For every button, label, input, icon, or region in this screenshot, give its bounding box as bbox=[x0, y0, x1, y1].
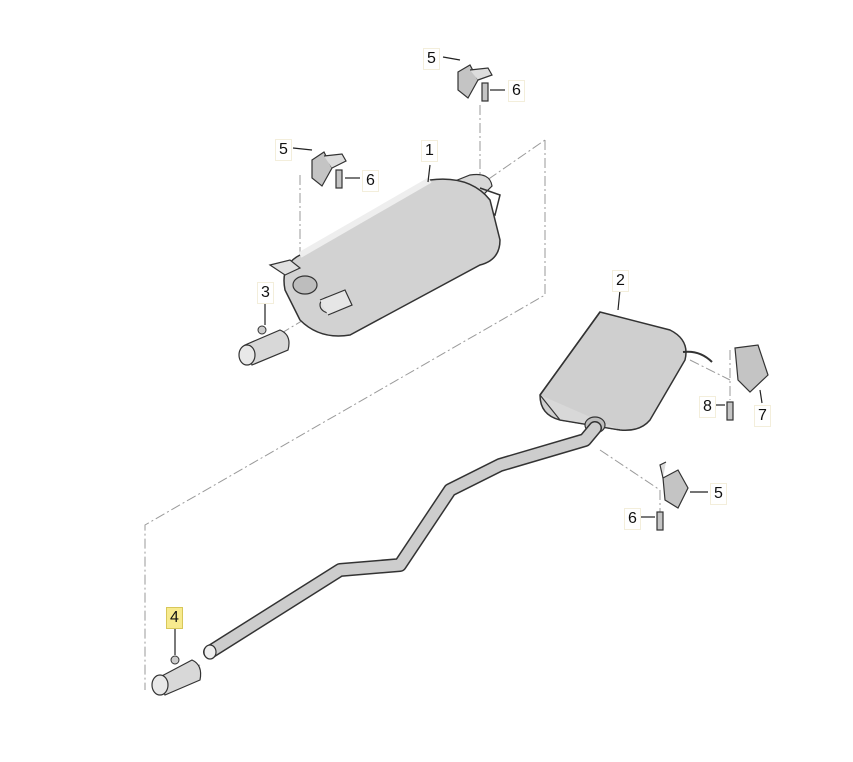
clamp-part-4 bbox=[151, 655, 202, 696]
rear-muffler-part bbox=[539, 311, 713, 434]
callout-5[interactable]: 5 bbox=[710, 483, 727, 505]
assembly-leader-lines bbox=[144, 105, 731, 690]
center-pipe-part bbox=[203, 421, 602, 660]
callout-2[interactable]: 2 bbox=[612, 270, 629, 292]
front-muffler-part bbox=[268, 173, 501, 337]
callout-1[interactable]: 1 bbox=[421, 140, 438, 162]
callout-leaders bbox=[174, 56, 763, 655]
callout-3[interactable]: 3 bbox=[257, 282, 274, 304]
callout-6[interactable]: 6 bbox=[362, 170, 379, 192]
callout-8[interactable]: 8 bbox=[699, 396, 716, 418]
callout-5[interactable]: 5 bbox=[275, 139, 292, 161]
callout-6[interactable]: 6 bbox=[624, 508, 641, 530]
clamp-part-3 bbox=[238, 325, 290, 366]
callout-6[interactable]: 6 bbox=[508, 80, 525, 102]
callout-4-highlighted[interactable]: 4 bbox=[166, 607, 183, 629]
callout-5[interactable]: 5 bbox=[423, 48, 440, 70]
callout-7[interactable]: 7 bbox=[754, 405, 771, 427]
hanger-parts bbox=[311, 64, 769, 531]
